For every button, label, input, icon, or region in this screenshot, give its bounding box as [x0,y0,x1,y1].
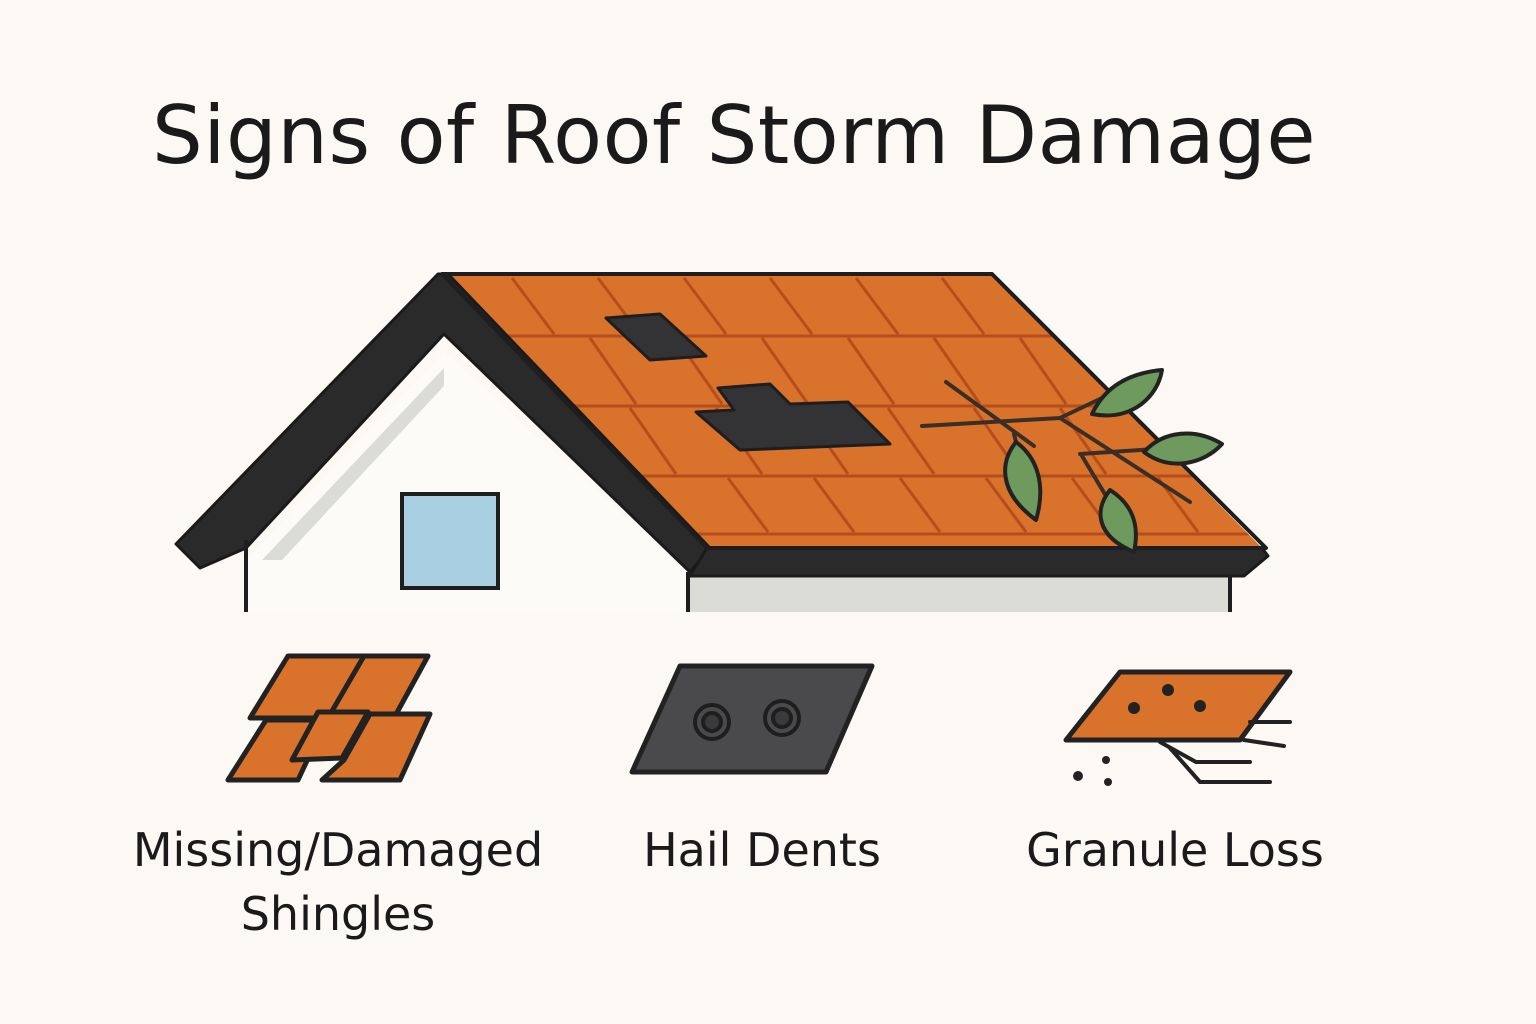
leaf [1142,431,1224,466]
wall-shadow [690,572,1230,612]
leaf [1003,440,1043,522]
fallen-branch-icon [920,368,1224,554]
missing-shingles-label-line1: Missing/Damaged [132,823,544,877]
hail-dents-icon [629,663,875,775]
hail-dents-label-text: Hail Dents [643,823,881,877]
leaf [1098,488,1138,554]
missing-shingle-patches [604,312,892,452]
gable-shadow [262,368,444,560]
leaf [1090,368,1164,418]
window [400,492,500,590]
granule-loss-label-text: Granule Loss [1026,823,1324,877]
granule-loss-icon [1063,669,1293,786]
hail-dents-label: Hail Dents [602,818,922,882]
missing-shingle-patch [604,312,708,362]
missing-shingles-icon [225,653,433,783]
roof-outline [440,272,1268,550]
page-title: Signs of Roof Storm Damage [152,89,1317,182]
gable-wall [246,352,690,612]
missing-shingles-label-line2: Shingles [240,887,436,941]
eave-fascia [688,546,1270,578]
missing-shingles-label: Missing/Damaged Shingles [108,818,568,946]
granule-loss-label: Granule Loss [1000,818,1350,882]
missing-shingle-patch [694,382,892,452]
